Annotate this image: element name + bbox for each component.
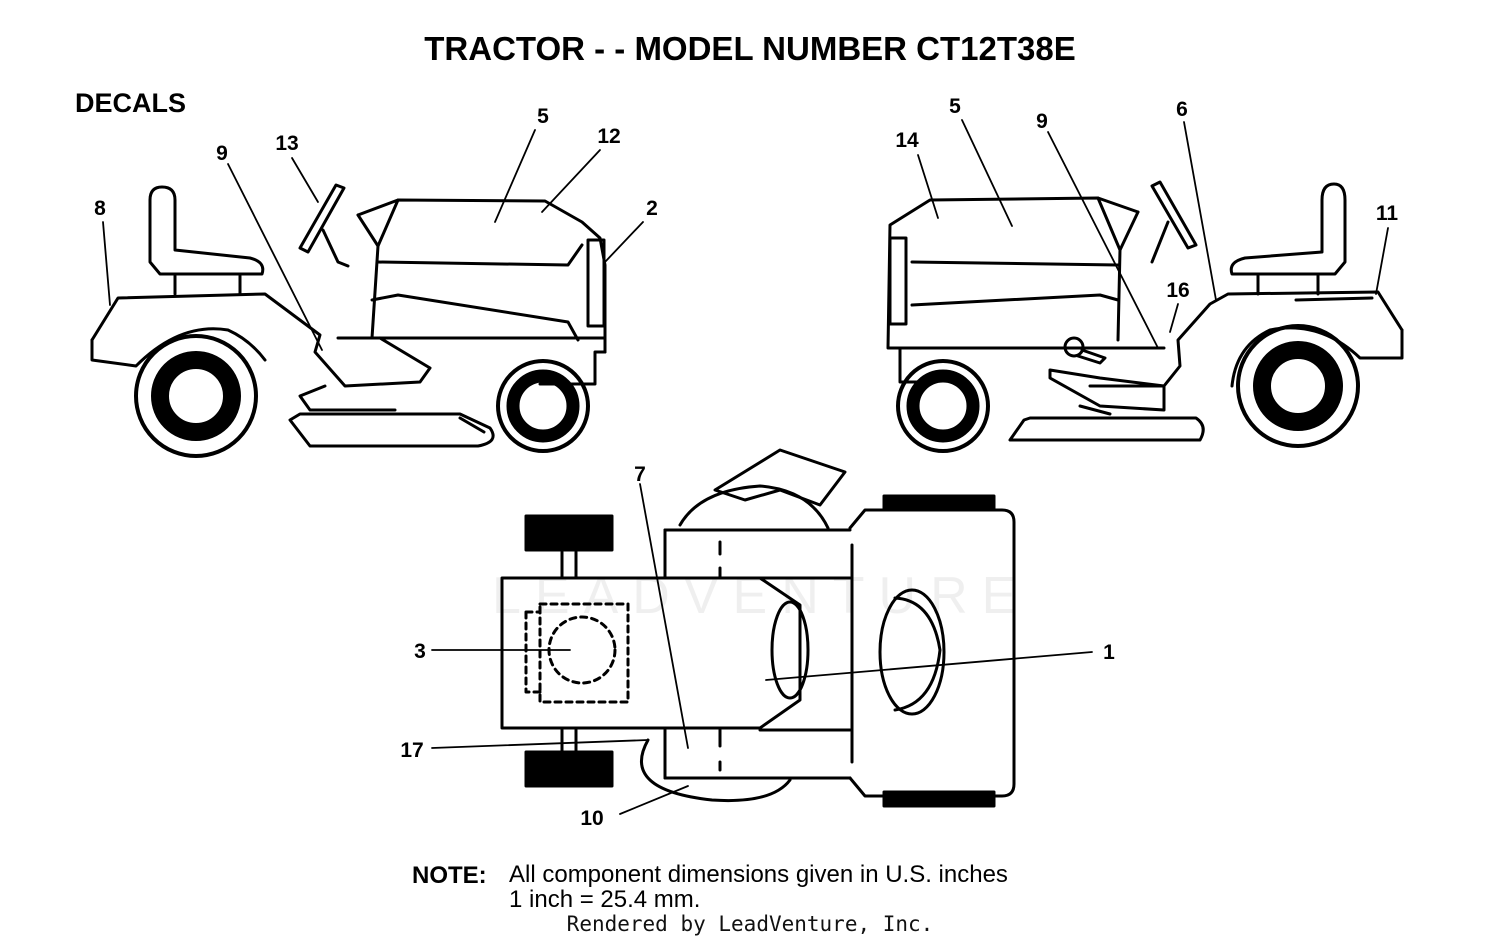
callout-1: 1 — [1103, 641, 1115, 664]
callout-6: 6 — [1176, 98, 1188, 121]
note-label: NOTE: — [412, 862, 487, 889]
callout-labels: 8 9 13 5 12 2 14 5 9 6 11 16 7 3 1 17 10 — [94, 95, 1398, 830]
callout-2: 2 — [646, 197, 658, 220]
callout-7: 7 — [634, 463, 646, 486]
tractor-right-side-view — [886, 180, 1404, 453]
tractor-left-side-view — [90, 183, 607, 458]
callout-10: 10 — [580, 807, 603, 830]
callout-13: 13 — [275, 132, 298, 155]
note-line-2: 1 inch = 25.4 mm. — [509, 886, 701, 913]
callout-5-right: 5 — [949, 95, 961, 118]
note-text: All component dimensions given in U.S. i… — [509, 862, 1008, 912]
callout-12: 12 — [597, 125, 620, 148]
callout-3: 3 — [414, 640, 426, 663]
leader-lines — [102, 119, 1389, 815]
credit-line: Rendered by LeadVenture, Inc. — [566, 912, 934, 936]
callout-8: 8 — [94, 197, 106, 220]
note-line-1: All component dimensions given in U.S. i… — [509, 861, 1008, 888]
callout-17: 17 — [400, 739, 423, 762]
tractor-top-view — [500, 448, 1016, 808]
callout-11: 11 — [1376, 202, 1399, 225]
callout-9-left: 9 — [216, 142, 228, 165]
callout-14: 14 — [895, 129, 919, 152]
callout-16: 16 — [1166, 279, 1189, 302]
section-heading: DECALS — [75, 88, 187, 118]
callout-5-left: 5 — [537, 105, 549, 128]
callout-9-right: 9 — [1036, 110, 1048, 133]
page-title: TRACTOR - - MODEL NUMBER CT12T38E — [424, 30, 1076, 67]
